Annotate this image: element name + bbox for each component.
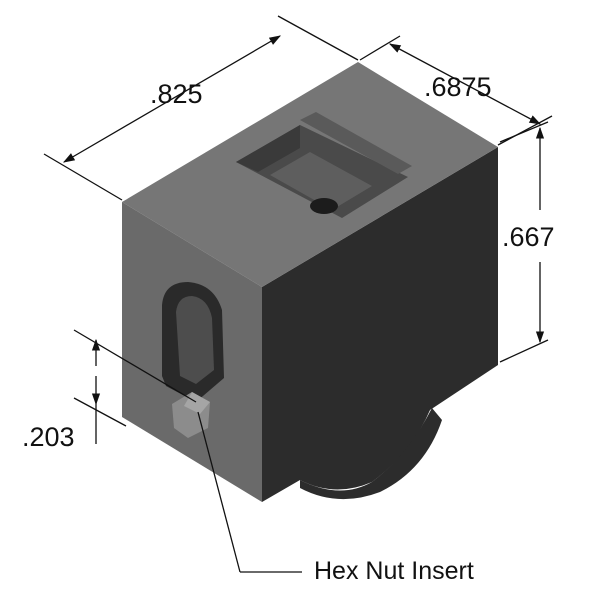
dimension-height: .667	[499, 121, 555, 363]
dimension-nut-offset-label: .203	[22, 422, 75, 452]
front-cavity	[162, 282, 224, 438]
hex-nut-facet	[184, 392, 210, 414]
dimension-nut-offset: .203	[22, 329, 197, 452]
front-slot-inner	[176, 296, 214, 384]
bottom-lobe	[300, 408, 442, 500]
dimension-length-label: .825	[150, 79, 203, 109]
callout-label: Hex Nut Insert	[314, 557, 474, 585]
dimension-length-arrow	[62, 35, 282, 163]
pocket-slot	[300, 112, 412, 174]
callout-leader	[197, 411, 241, 573]
side-face	[262, 147, 498, 502]
callout-hex-nut: Hex Nut Insert	[197, 411, 474, 585]
dimension-width-label: .6875	[424, 72, 492, 102]
dimension-width: .6875	[359, 35, 553, 146]
dimension-height-label: .667	[502, 222, 555, 252]
block-body	[122, 62, 498, 502]
dimension-length: .825	[43, 15, 359, 201]
pocket-floor-slot	[270, 152, 372, 210]
pocket-hole	[310, 198, 338, 214]
dimension-width-arrow	[388, 43, 542, 125]
